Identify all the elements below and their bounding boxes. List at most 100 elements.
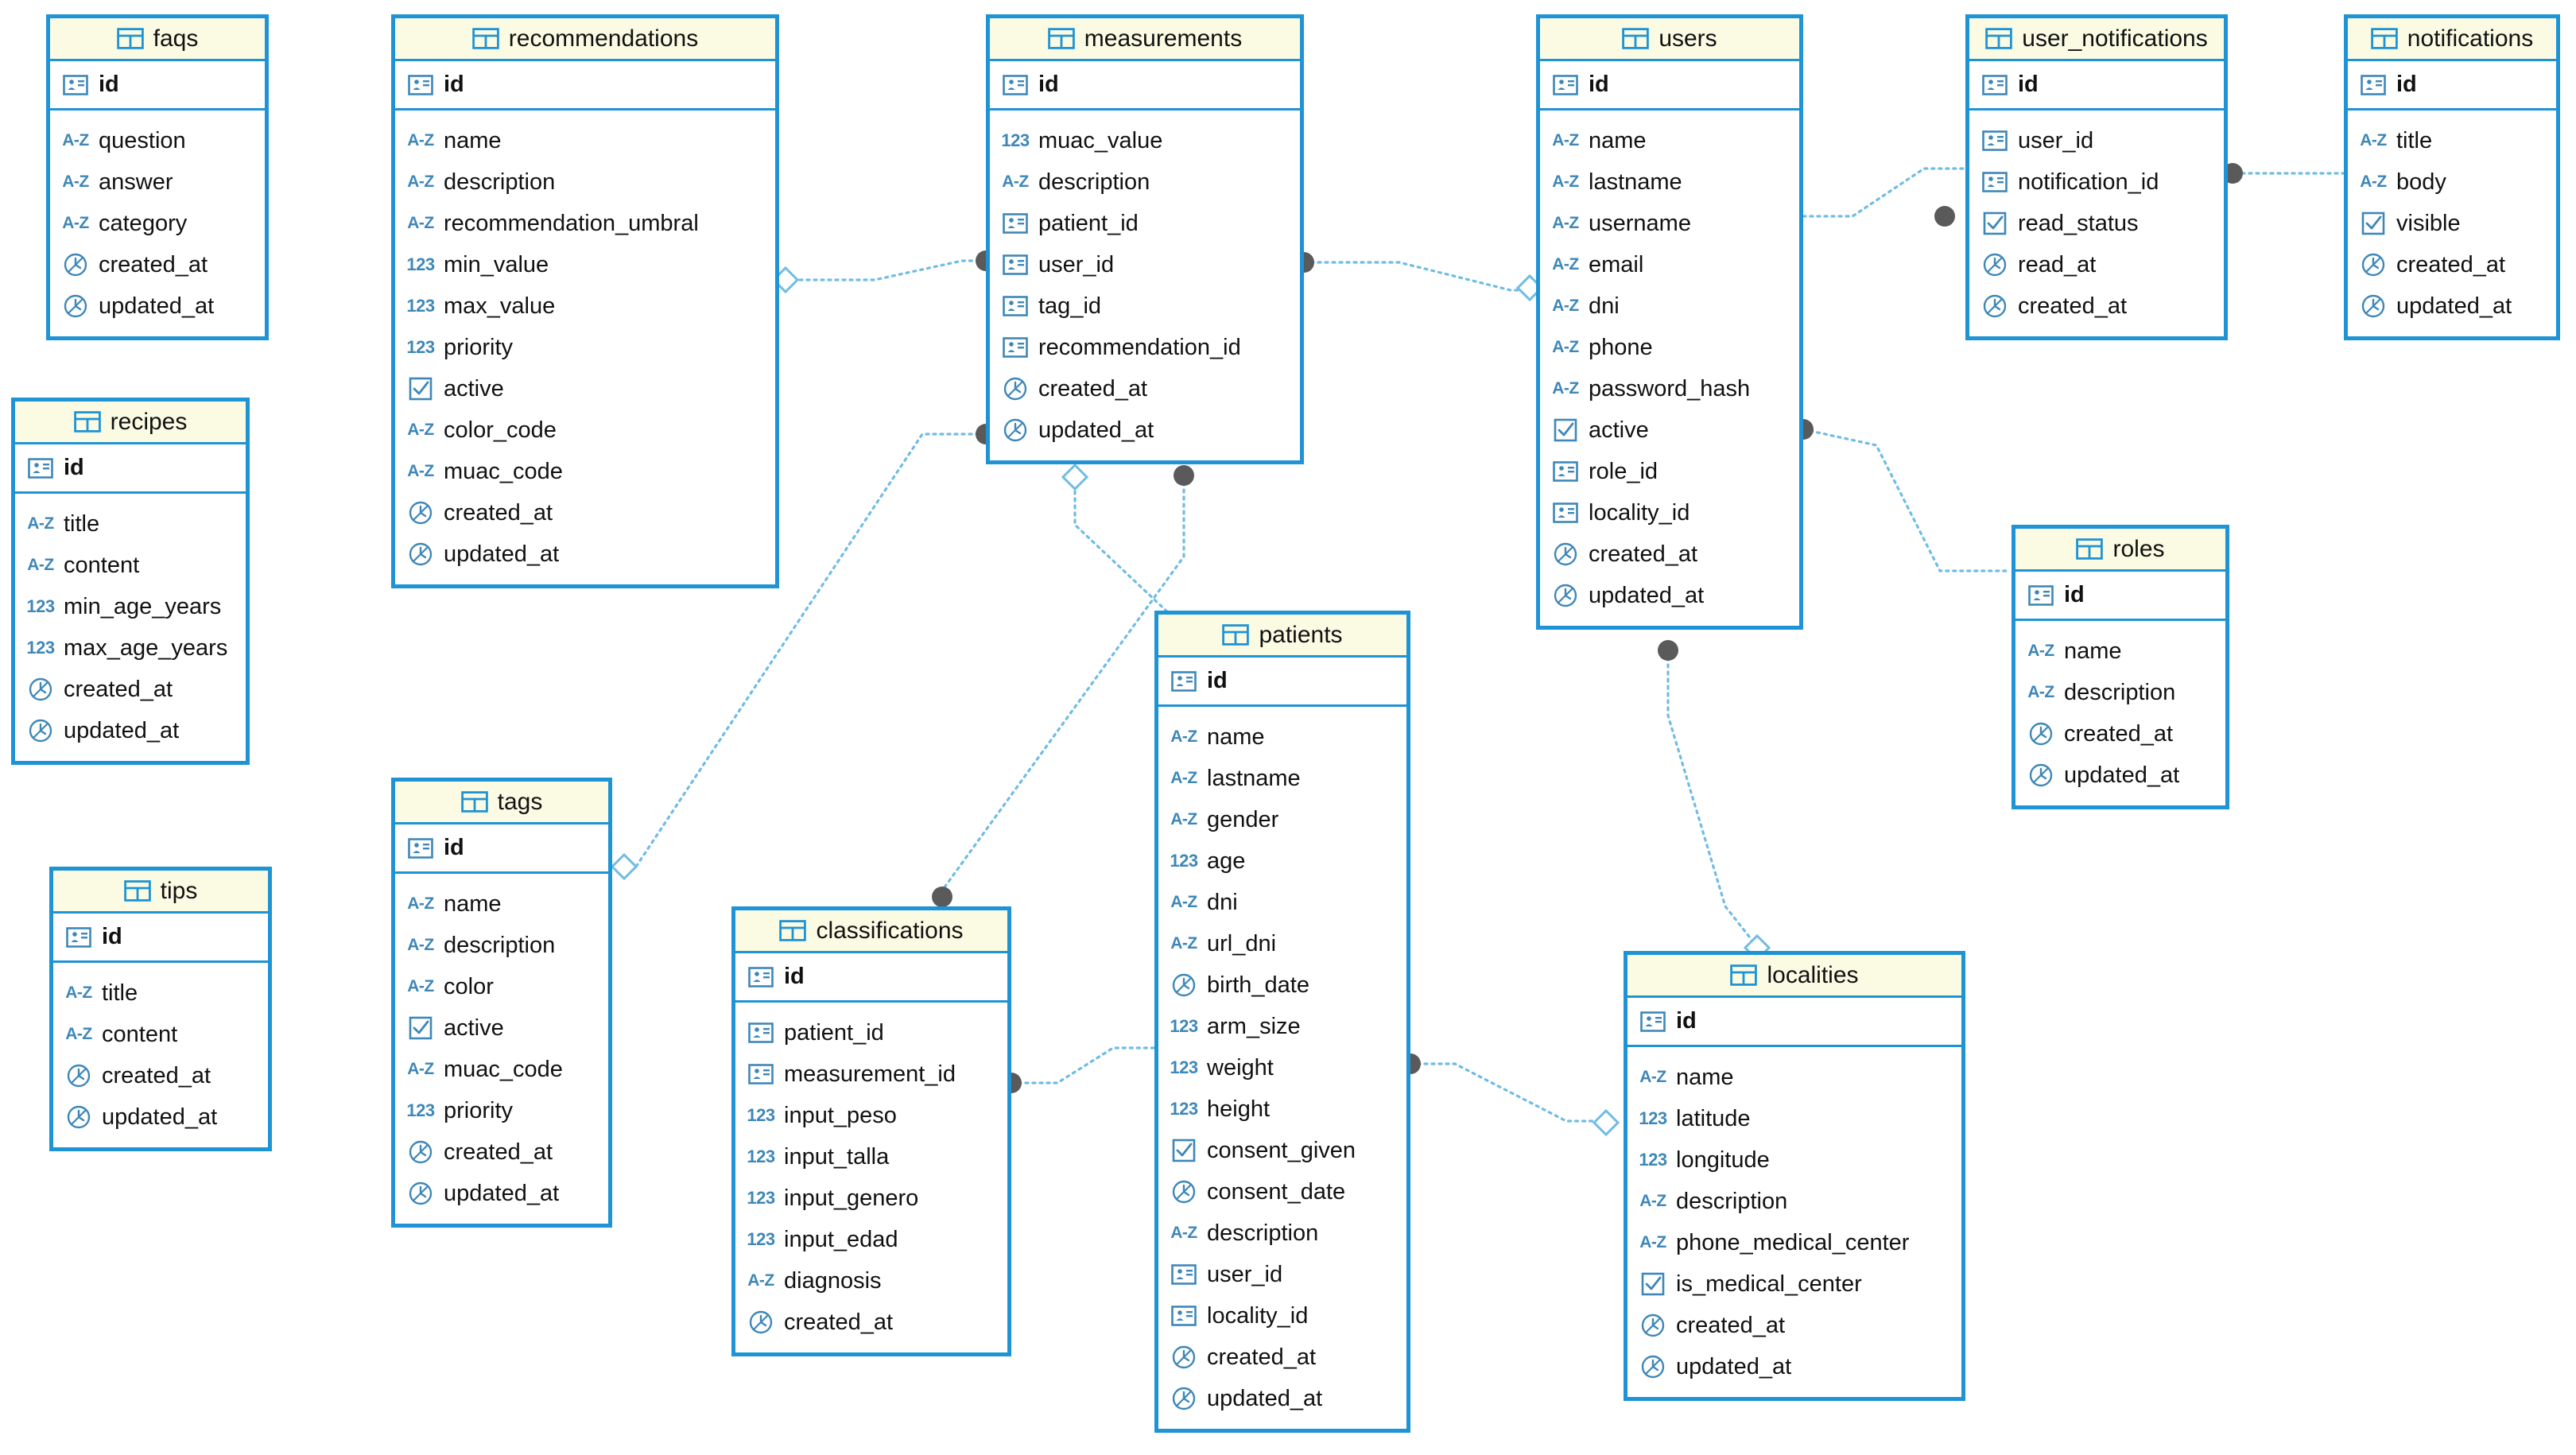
column-row[interactable]: user_id (1158, 1254, 1406, 1295)
column-row[interactable]: notification_id (1969, 161, 2224, 203)
primary-key-row[interactable]: id (1969, 61, 2224, 111)
primary-key-row[interactable]: id (395, 824, 608, 874)
column-row[interactable]: is_medical_center (1627, 1263, 1961, 1305)
column-row[interactable]: patient_id (735, 1012, 1007, 1053)
column-row[interactable]: created_at (735, 1302, 1007, 1343)
column-row[interactable]: role_id (1540, 451, 1799, 492)
column-row[interactable]: active (395, 1007, 608, 1049)
column-row[interactable]: updated_at (2015, 755, 2225, 796)
column-row[interactable]: updated_at (395, 1173, 608, 1214)
column-row[interactable]: updated_at (50, 285, 265, 327)
column-row[interactable]: locality_id (1540, 492, 1799, 534)
column-row[interactable]: created_at (1969, 285, 2224, 327)
column-row[interactable]: read_status (1969, 203, 2224, 244)
column-row[interactable]: updated_at (990, 409, 1300, 451)
column-row[interactable]: updated_at (53, 1096, 268, 1138)
entity-table-classifications[interactable]: classifications id patient_id measuremen… (731, 906, 1011, 1356)
column-row[interactable]: created_at (53, 1055, 268, 1096)
column-row[interactable]: visible (2348, 203, 2556, 244)
column-row[interactable]: created_at (2348, 244, 2556, 285)
column-row[interactable]: updated_at (1627, 1346, 1961, 1387)
column-row[interactable]: user_id (990, 244, 1300, 285)
column-row[interactable]: consent_date (1158, 1171, 1406, 1212)
primary-key-row[interactable]: id (15, 444, 246, 494)
column-row[interactable]: consent_given (1158, 1130, 1406, 1171)
column-row[interactable]: created_at (15, 669, 246, 710)
primary-key-row[interactable]: id (50, 61, 265, 111)
column-row[interactable]: active (1540, 409, 1799, 451)
column-row[interactable]: created_at (1627, 1305, 1961, 1346)
primary-key-row[interactable]: id (1540, 61, 1799, 111)
primary-key-row[interactable]: id (735, 953, 1007, 1003)
column-row[interactable]: updated_at (1158, 1378, 1406, 1419)
column-row[interactable]: updated_at (1540, 575, 1799, 616)
primary-key-row[interactable]: id (395, 61, 775, 111)
column-row[interactable]: created_at (50, 244, 265, 285)
column-row[interactable]: created_at (395, 1131, 608, 1173)
primary-key-row[interactable]: id (1158, 658, 1406, 707)
column-row[interactable]: birth_date (1158, 964, 1406, 1006)
primary-key-row[interactable]: id (1627, 998, 1961, 1047)
column-row[interactable]: measurement_id (735, 1053, 1007, 1095)
column-row[interactable]: created_at (2015, 713, 2225, 755)
column-row[interactable]: updated_at (15, 710, 246, 751)
column-row[interactable]: updated_at (2348, 285, 2556, 327)
column-row[interactable]: updated_at (395, 534, 775, 575)
primary-key-row[interactable]: id (2348, 61, 2556, 111)
column-row[interactable]: read_at (1969, 244, 2224, 285)
column-row[interactable]: created_at (395, 492, 775, 534)
column-row[interactable]: recommendation_id (990, 327, 1300, 368)
column-row[interactable]: user_id (1969, 120, 2224, 161)
